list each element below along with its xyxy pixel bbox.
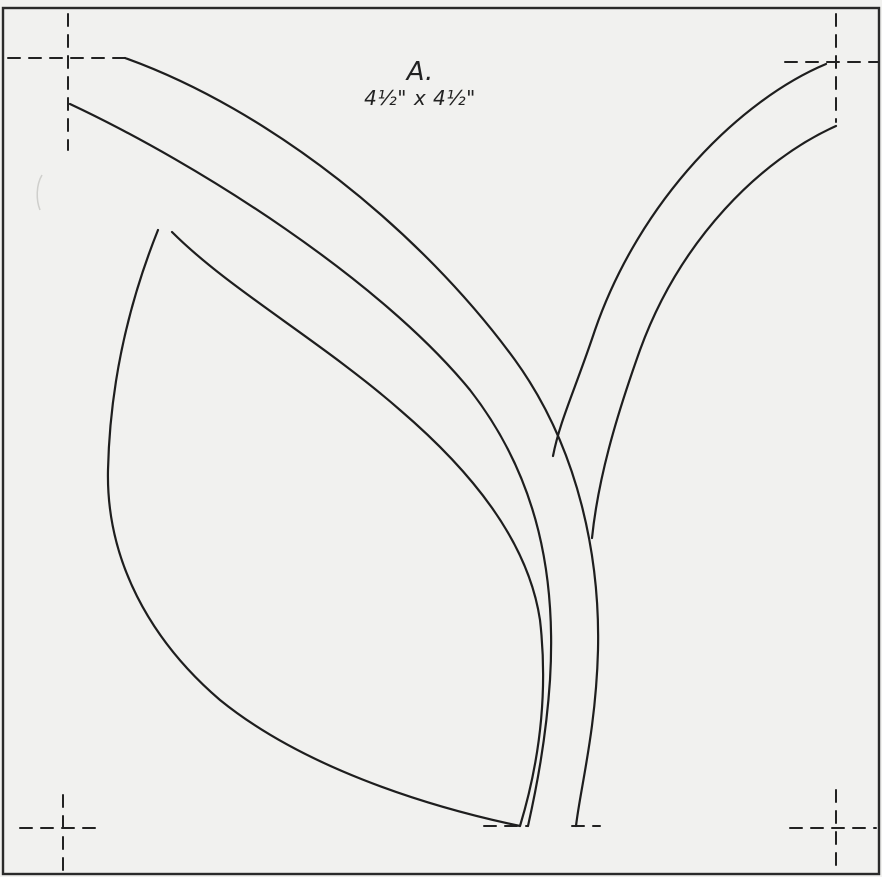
right-stem-upper-edge bbox=[551, 62, 828, 458]
main-stem bbox=[68, 56, 600, 828]
page-frame bbox=[1, 6, 881, 876]
block-size: 4½" x 4½" bbox=[364, 86, 476, 110]
main-stem-outer-edge bbox=[123, 56, 600, 828]
stray-pencil-mark bbox=[36, 174, 43, 211]
block-letter: A. bbox=[406, 57, 434, 87]
right-stem-lower-edge bbox=[590, 124, 838, 540]
corner-registration-marks bbox=[7, 13, 879, 873]
block-label: A. 4½" x 4½" bbox=[330, 58, 510, 110]
leaf-shape bbox=[106, 228, 545, 828]
main-stem-inner-edge bbox=[68, 102, 553, 828]
right-stem bbox=[551, 62, 838, 540]
